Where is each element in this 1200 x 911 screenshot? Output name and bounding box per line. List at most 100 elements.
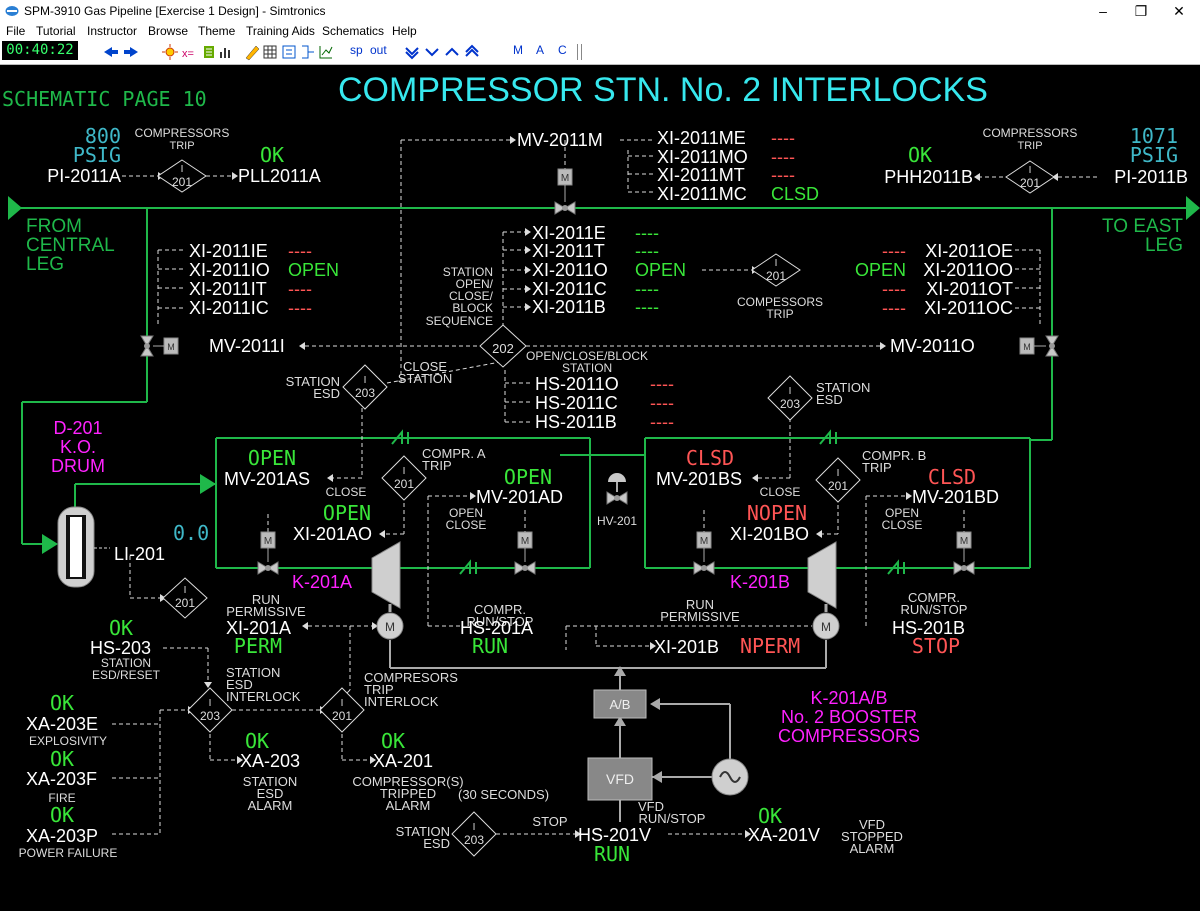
mv-201ad-tag[interactable]: MV-201AD <box>476 487 563 507</box>
pll2011a-tag[interactable]: PLL2011A <box>238 166 321 186</box>
hs-201v-tag[interactable]: HS-201V <box>578 825 651 845</box>
pi-2011a-tag[interactable]: PI-2011A <box>47 166 121 186</box>
pi-2011b-tag[interactable]: PI-2011B <box>1114 167 1188 187</box>
compressor-k-201b[interactable]: M <box>807 541 840 640</box>
a-button[interactable]: A <box>536 43 545 57</box>
menu-training-aids[interactable]: Training Aids <box>246 24 315 38</box>
svg-text:XI-2011OC[interactable]: XI-2011OC <box>924 298 1013 318</box>
mv-201as-tag[interactable]: MV-201AS <box>224 469 310 489</box>
bars-icon[interactable] <box>220 48 230 58</box>
panel-icon[interactable] <box>282 45 296 59</box>
maximize-button[interactable]: ❐ <box>1134 3 1148 19</box>
xi-201ao-tag[interactable]: XI-201AO <box>293 524 372 544</box>
phh2011b-tag[interactable]: PHH2011B <box>884 167 973 187</box>
hs-201a-tag[interactable]: HS-201A <box>460 618 533 638</box>
menu-tutorial[interactable]: Tutorial <box>36 24 76 38</box>
menu-schematics[interactable]: Schematics <box>322 24 385 38</box>
mv-201ad-valve[interactable]: M <box>514 531 536 575</box>
grid-icon[interactable] <box>263 45 277 59</box>
menu-help[interactable]: Help <box>392 24 417 38</box>
menu-browse[interactable]: Browse <box>148 24 189 38</box>
mv-201as-valve[interactable]: M <box>257 531 279 575</box>
mv-2011i-tag[interactable]: MV-2011I <box>209 336 285 356</box>
svg-text:XI-2011OT[interactable]: XI-2011OT <box>926 279 1013 299</box>
interlock-202[interactable]: 202 <box>479 324 527 368</box>
chevron-up-icon[interactable] <box>445 47 459 56</box>
hv-201-valve[interactable] <box>606 473 628 505</box>
svg-text:HS-2011O[interactable]: HS-2011O <box>535 374 619 394</box>
mv-2011o-valve[interactable]: M <box>1019 335 1059 357</box>
page-down-icon[interactable] <box>405 47 419 60</box>
svg-text:HS-2011B[interactable]: HS-2011B <box>535 412 617 432</box>
svg-text:XI-2011IO[interactable]: XI-2011IO <box>189 260 270 280</box>
page-up-icon[interactable] <box>465 44 479 57</box>
vfd-box[interactable]: VFD <box>587 757 653 801</box>
mv-201bs-valve[interactable]: M <box>693 531 715 575</box>
xa-203-tag[interactable]: XA-203 <box>240 751 300 771</box>
xi-2011me-tag[interactable]: XI-2011ME <box>657 128 746 148</box>
xa-201-tag[interactable]: XA-201 <box>373 751 433 771</box>
hs-203-tag[interactable]: HS-203 <box>90 638 151 658</box>
forward-arrow-icon[interactable] <box>124 47 138 57</box>
svg-text:XI-2011E[interactable]: XI-2011E <box>532 223 606 243</box>
xi-201bo-tag[interactable]: XI-201BO <box>730 524 809 544</box>
mv-201bd-valve[interactable]: M <box>953 531 975 575</box>
menu-instructor[interactable]: Instructor <box>87 24 138 38</box>
xi-201b-tag[interactable]: XI-201B <box>654 637 719 657</box>
xa-201v-tag[interactable]: XA-201V <box>748 825 820 845</box>
sp-button[interactable]: sp <box>350 43 363 57</box>
mv-2011m-tag[interactable]: MV-2011M <box>517 130 603 150</box>
hv-201-tag[interactable]: HV-201 <box>597 514 637 528</box>
hierarchy-icon[interactable] <box>302 45 314 59</box>
svg-text:XI-2011OO[interactable]: XI-2011OO <box>923 260 1013 280</box>
mv-201bd-tag[interactable]: MV-201BD <box>912 487 999 507</box>
close-button[interactable]: ✕ <box>1173 3 1185 19</box>
xa-203p-tag[interactable]: XA-203P <box>26 826 98 846</box>
menu-file[interactable]: File <box>6 24 26 38</box>
trend-icon[interactable] <box>204 46 214 58</box>
li-201-tag[interactable]: LI-201 <box>114 544 165 564</box>
xi-201a-tag[interactable]: XI-201A <box>226 618 291 638</box>
sun-icon[interactable] <box>162 44 178 60</box>
svg-text:XI-2011IE[interactable]: XI-2011IE <box>189 241 268 261</box>
out-button[interactable]: out <box>370 43 387 57</box>
mv-2011o-tag[interactable]: MV-2011O <box>890 336 975 356</box>
svg-text:XI-2011OE[interactable]: XI-2011OE <box>925 241 1013 261</box>
mv-201bs-tag[interactable]: MV-201BS <box>656 469 742 489</box>
xi-2011mc-tag[interactable]: XI-2011MC <box>657 184 747 204</box>
mv-2011m-valve[interactable]: M <box>554 168 576 215</box>
svg-text:XI-2011IT[interactable]: XI-2011IT <box>189 279 267 299</box>
m-button[interactable]: M <box>513 43 523 57</box>
xa-203f-tag[interactable]: XA-203F <box>26 769 97 789</box>
back-arrow-icon[interactable] <box>104 47 118 57</box>
xa-203e-tag[interactable]: XA-203E <box>26 714 98 734</box>
mv-2011i-valve[interactable]: M <box>140 335 179 357</box>
svg-text:XI-2011B[interactable]: XI-2011B <box>532 297 606 317</box>
compressor-k-201a[interactable]: M <box>371 541 404 640</box>
ab-selector[interactable]: A/B <box>593 689 647 719</box>
menu-theme[interactable]: Theme <box>198 24 236 38</box>
svg-text:XI-2011C[interactable]: XI-2011C <box>532 279 607 299</box>
xi-2011mt-tag[interactable]: XI-2011MT <box>657 165 745 185</box>
pencil-icon[interactable] <box>245 45 260 61</box>
hs-201b-tag[interactable]: HS-201B <box>892 618 965 638</box>
chevron-down-icon[interactable] <box>425 48 439 57</box>
ko-drum[interactable] <box>57 506 110 588</box>
c-button[interactable]: C <box>558 43 567 57</box>
graph-icon[interactable] <box>319 46 333 59</box>
svg-text:XI-2011T[interactable]: XI-2011T <box>532 241 605 261</box>
svg-text:XI-2011IC[interactable]: XI-2011IC <box>189 298 269 318</box>
svg-text:XI-2011O[interactable]: XI-2011O <box>532 260 608 280</box>
svg-text:HS-2011C[interactable]: HS-2011C <box>535 393 618 413</box>
